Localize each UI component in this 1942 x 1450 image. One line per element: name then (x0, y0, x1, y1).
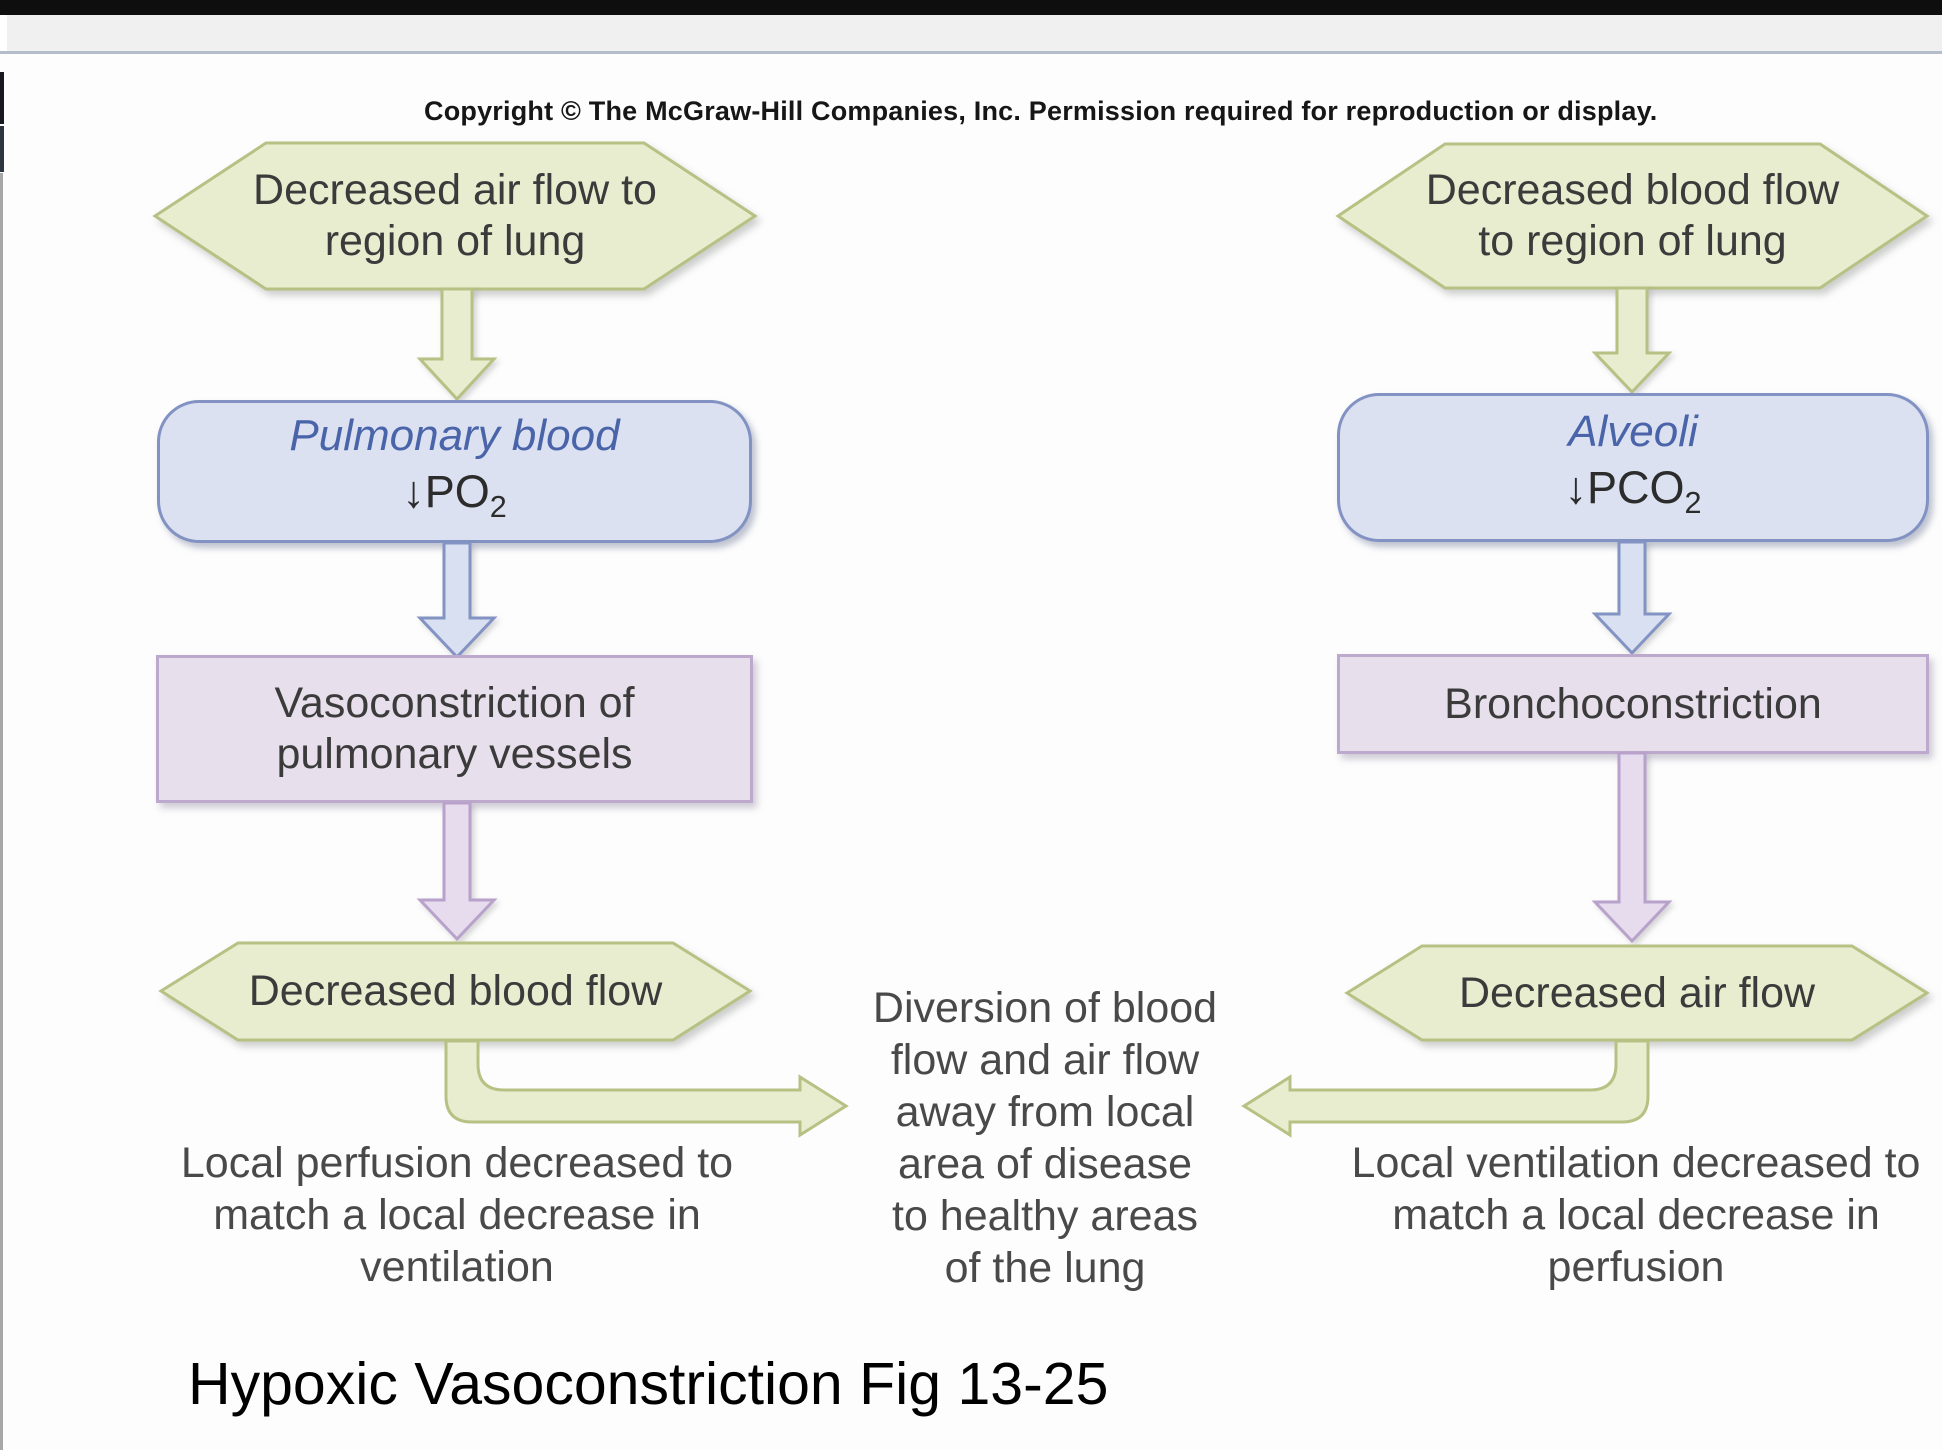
elbow-arrow-icon (444, 1041, 849, 1138)
box-title: Alveoli (1568, 407, 1698, 456)
hexagon-decreased-air-flow: Decreased air flow (1344, 943, 1930, 1043)
green-elbow-arrow-left (1232, 1041, 1652, 1141)
down-arrow-icon (416, 288, 498, 402)
box-pulmonary-blood-content: Pulmonary blood ↓PO2 (160, 403, 749, 540)
box-pulmonary-blood: Pulmonary blood ↓PO2 (157, 400, 752, 543)
window-top-bar (0, 0, 1942, 15)
hexagon-decreased-blood-flow-to-region: Decreased blood flow to region of lung (1335, 141, 1930, 291)
box-bronchoconstriction-label: Bronchoconstriction (1444, 679, 1822, 728)
green-down-arrow-left (414, 288, 504, 402)
note-right: Local ventilation decreased to match a l… (1351, 1139, 1921, 1291)
box-bronchoconstriction: Bronchoconstriction (1337, 654, 1929, 754)
hexagon-decreased-air-flow-to-region: Decreased air flow to region of lung (152, 140, 758, 292)
down-arrow-icon (1591, 752, 1673, 944)
left-edge-dark-segment (0, 72, 4, 124)
green-elbow-arrow-right (440, 1041, 852, 1141)
box-alveoli: Alveoli ↓PCO2 (1337, 393, 1929, 542)
hexagon-shape (152, 141, 758, 291)
hexagon-shape (158, 941, 753, 1042)
down-arrow-icon (416, 802, 498, 942)
hexagon-shape (1344, 944, 1930, 1042)
note-left: Local perfusion decreased to match a loc… (180, 1139, 734, 1291)
box-symbol: ↓PCO2 (1564, 462, 1702, 520)
hexagon-label: Decreased air flow (1458, 968, 1816, 1017)
toolbar-divider (0, 51, 1942, 54)
blue-down-arrow-left (414, 542, 504, 660)
hexagon-label: Decreased blood flow (248, 967, 663, 1015)
purple-down-arrow-right (1589, 752, 1679, 944)
hexagon-shape (1335, 142, 1930, 290)
box-vasoconstriction-label: Vasoconstriction of pulmonary vessels (274, 679, 635, 778)
box-title: Pulmonary blood (289, 411, 620, 460)
elbow-arrow-icon (1241, 1041, 1650, 1138)
box-alveoli-content: Alveoli ↓PCO2 (1340, 396, 1926, 539)
left-scrollbar-sliver[interactable] (0, 173, 3, 1450)
copyright-text: Copyright © The McGraw-Hill Companies, I… (424, 96, 1658, 126)
green-down-arrow-right (1589, 287, 1679, 395)
hexagon-label: Decreased blood flow to region of lung (1425, 166, 1840, 265)
hexagon-decreased-blood-flow: Decreased blood flow (158, 940, 753, 1043)
toolbar-left-gap (0, 15, 7, 51)
down-arrow-icon (1591, 287, 1673, 395)
note-center: Diversion of blood flow and air flow awa… (872, 984, 1218, 1292)
down-arrow-icon (416, 542, 498, 660)
box-symbol: ↓PO2 (402, 466, 507, 524)
purple-down-arrow-left (414, 802, 504, 942)
down-arrow-icon (1591, 541, 1673, 656)
left-edge-navy-segment (0, 126, 4, 172)
viewer-toolbar (7, 15, 1942, 51)
figure-caption: Hypoxic Vasoconstriction Fig 13-25 (188, 1351, 1109, 1417)
blue-down-arrow-right (1589, 541, 1679, 656)
hexagon-label: Decreased air flow to region of lung (253, 166, 657, 265)
box-vasoconstriction: Vasoconstriction of pulmonary vessels (156, 655, 753, 803)
